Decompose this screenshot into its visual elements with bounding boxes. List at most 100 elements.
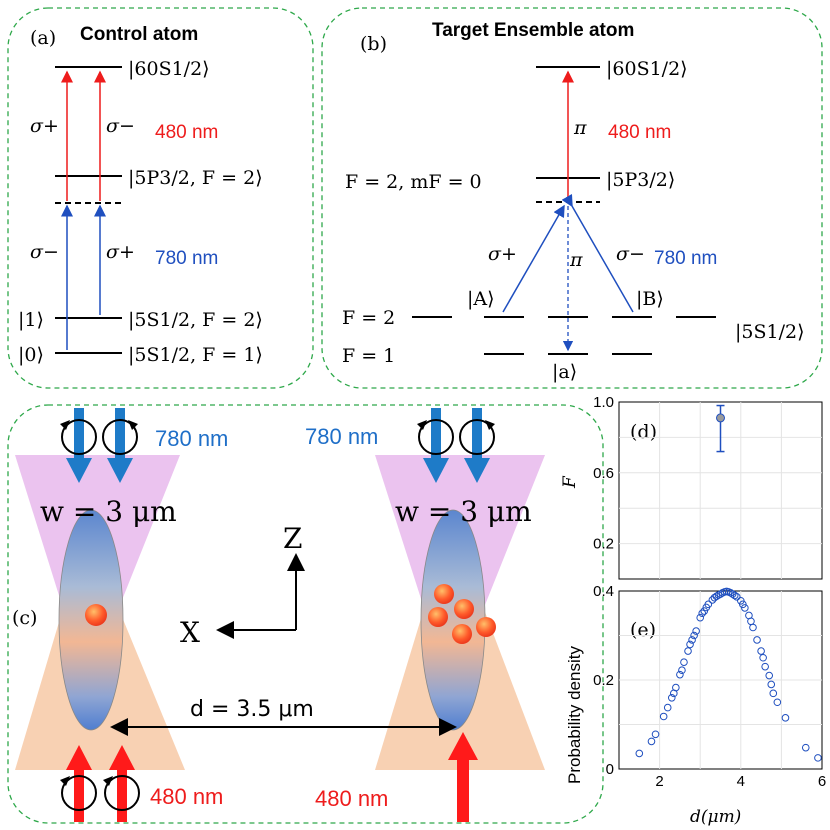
level-5s-f1-label: |5S1/2, F = 1⟩	[128, 344, 263, 366]
sigma-plus-blue: σ+	[106, 241, 135, 263]
chart-e-xtick: 6	[818, 773, 826, 790]
chart-d-ytick: 1.0	[593, 394, 614, 411]
right-blue-arrows	[417, 408, 495, 483]
chart-e-point	[704, 600, 713, 609]
panel-a: (a) Control atom |60S1/2⟩ |5P3/2, F = 2⟩…	[7, 7, 314, 389]
chart-e-point	[663, 703, 672, 712]
ket-a: |a⟩	[552, 361, 577, 383]
chart-e-point	[726, 588, 735, 597]
panel-b-tag: (b)	[360, 33, 387, 55]
chart-e-point	[690, 631, 698, 640]
ensemble-atom-5	[476, 617, 496, 637]
level-5p-label: |5P3/2, F = 2⟩	[128, 167, 263, 189]
b-f1-label: F = 1	[342, 345, 395, 367]
chart-e-point	[728, 590, 737, 598]
ket-0: |0⟩	[18, 344, 44, 366]
b-pi-blue: π	[569, 249, 583, 271]
chart-e-point	[712, 592, 721, 601]
chart-e-xtick: 2	[655, 773, 663, 790]
chart-d-tag: (d)	[630, 421, 657, 443]
b-sigma-minus-arrow	[561, 193, 634, 313]
panel-b-title: Target Ensemble atom	[432, 20, 634, 41]
sigma-plus-red: σ+	[30, 115, 59, 137]
chart-e-ytick: 0	[606, 761, 614, 778]
chart-e-point	[710, 593, 719, 602]
level-60s-label: |60S1/2⟩	[128, 58, 210, 80]
axis-z-label: Z	[283, 522, 302, 555]
chart-e-point	[635, 749, 644, 758]
b-level-60s-label: |60S1/2⟩	[606, 58, 688, 80]
chart-d-point	[716, 413, 725, 423]
ket-B: |B⟩	[636, 288, 664, 310]
panel-a-tag: (a)	[30, 27, 56, 49]
wavelength-480-b: 480 nm	[608, 122, 671, 143]
chart-e-ylabel: Probability density	[565, 646, 584, 784]
c-780-left: 780 nm	[155, 426, 228, 451]
chart-e-point	[732, 592, 741, 601]
control-atom	[85, 604, 107, 626]
chart-e-point	[757, 647, 765, 655]
panel-a-title: Control atom	[80, 24, 198, 45]
level-5s-f2-label: |5S1/2, F = 2⟩	[128, 309, 263, 331]
chart-e-point	[814, 754, 822, 762]
chart-e-point	[769, 689, 778, 698]
chart-e-point	[730, 591, 739, 600]
chart-e-point	[688, 636, 696, 644]
left-red-arrows	[60, 745, 140, 822]
c-480-left: 480 nm	[150, 784, 223, 809]
chart-e-point	[672, 683, 680, 692]
chart-e-point	[761, 662, 769, 671]
chart-e-point	[698, 609, 707, 618]
chart-d: (d) F 0.2 0.6 1.0	[560, 394, 823, 580]
chart-e-point	[716, 590, 725, 598]
chart-e-point	[759, 653, 767, 662]
sigma-minus-blue: σ−	[30, 241, 59, 263]
b-pi-red: π	[573, 117, 587, 139]
b-sigma-plus: σ+	[488, 243, 517, 265]
chart-e-point	[651, 730, 660, 739]
c-480-right: 480 nm	[315, 786, 388, 811]
c-780-right: 780 nm	[305, 424, 378, 449]
chart-e-point	[773, 698, 782, 707]
chart-e-ytick: 0.4	[593, 583, 614, 600]
chart-e-point	[686, 640, 694, 649]
ensemble-atom-4	[452, 624, 472, 644]
chart-d-ytick: 0.6	[593, 465, 614, 482]
chart-e-point	[667, 694, 676, 702]
chart-e-point	[692, 627, 700, 635]
distance-label: d = 3.5 μm	[190, 697, 314, 722]
chart-e-point	[678, 666, 686, 675]
left-blue-arrows	[60, 408, 138, 483]
ensemble-atom-1	[434, 584, 454, 604]
chart-e-point	[647, 737, 656, 746]
chart-e-tag: (e)	[630, 619, 656, 641]
sigma-minus-red: σ−	[106, 115, 135, 137]
chart-e-point	[741, 604, 749, 612]
b-sigma-plus-arrow	[502, 204, 565, 313]
panel-c-tag: (c)	[12, 607, 37, 629]
chart-e-point	[676, 670, 684, 679]
ensemble-atom-2	[454, 599, 474, 619]
ket-1: |1⟩	[18, 309, 44, 331]
waist-left: w = 3 μm	[40, 495, 177, 528]
chart-e-point	[801, 743, 810, 752]
f2-mf0-label: F = 2, mF = 0	[345, 171, 482, 193]
ket-A: |A⟩	[467, 288, 495, 310]
chart-e-point	[659, 712, 668, 721]
panel-b: (b) Target Ensemble atom |60S1/2⟩ |5P3/2…	[321, 7, 823, 389]
wavelength-780-b: 780 nm	[654, 248, 717, 269]
panel-c: 780 nm 780 nm w = 3 μm w = 3 μm Z X (c) …	[7, 404, 604, 824]
chart-e-point	[765, 671, 774, 680]
ensemble-atom-3	[428, 607, 448, 627]
right-red-arrow	[448, 732, 478, 822]
b-sigma-minus: σ−	[616, 243, 645, 265]
chart-e-point	[684, 647, 692, 655]
b-level-5s-label: |5S1/2⟩	[735, 321, 805, 343]
chart-d-ylabel: F	[560, 475, 580, 489]
chart-d-ytick: 0.2	[593, 536, 614, 553]
chart-e-point	[696, 613, 705, 622]
chart-e-point	[680, 658, 688, 667]
wavelength-480-a: 480 nm	[155, 122, 218, 143]
